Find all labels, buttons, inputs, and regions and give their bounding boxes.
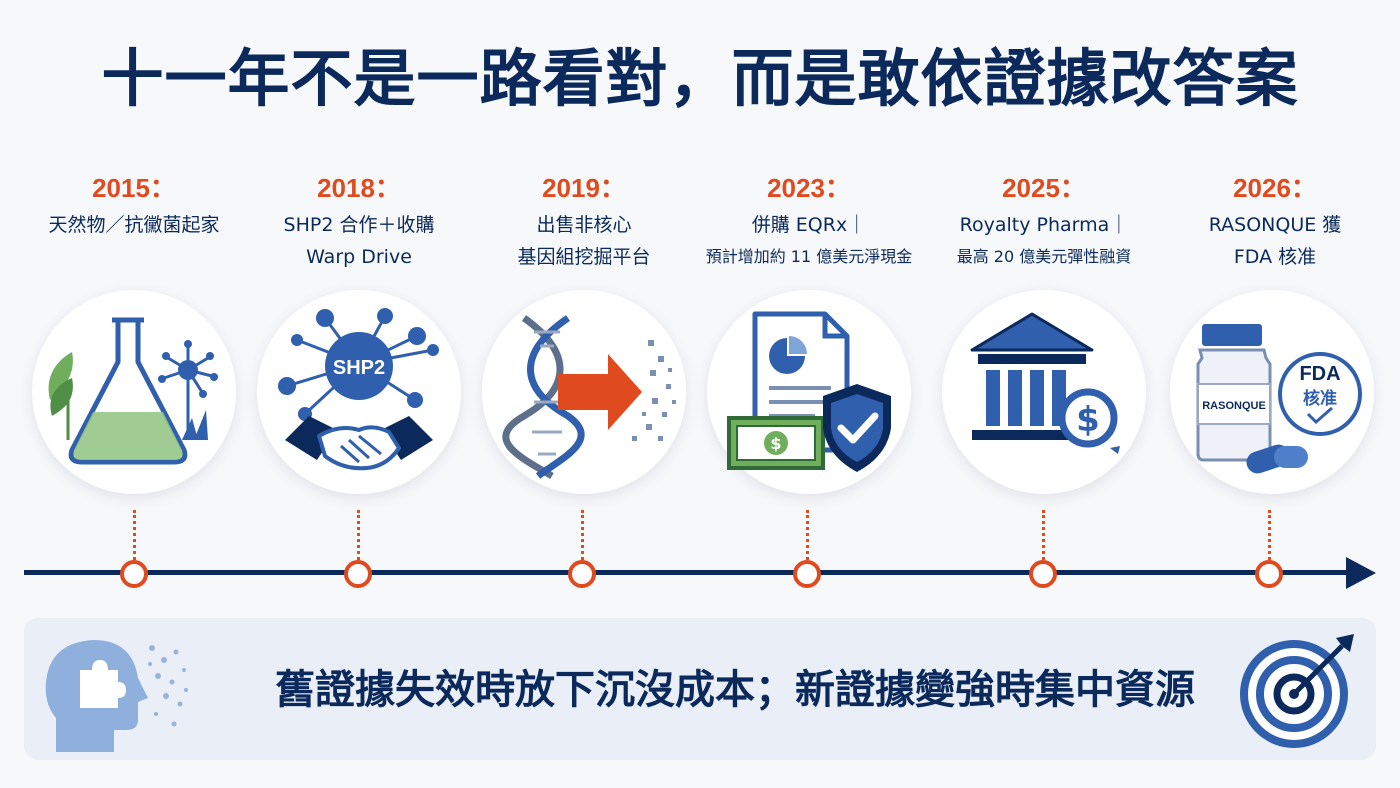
connector — [1042, 510, 1045, 560]
milestone-description-line2: 基因組挖掘平台 — [517, 246, 651, 268]
timeline-node-2019 — [568, 560, 596, 588]
svg-text:$: $ — [1076, 400, 1100, 440]
target-arrow-icon — [1240, 634, 1354, 748]
milestone-2019: 2019： 出售非核心 基因組挖掘平台 — [469, 168, 699, 272]
network-handshake-icon: SHP2 — [257, 290, 461, 494]
svg-text:$: $ — [770, 434, 781, 453]
connector — [581, 510, 584, 560]
timeline-node-2015 — [120, 560, 148, 588]
timeline-axis — [24, 570, 1356, 575]
timeline-node-2026 — [1255, 560, 1283, 588]
summary-banner: 舊證據失效時放下沉沒成本；新證據變強時集中資源 — [24, 618, 1376, 760]
page-title: 十一年不是一路看對，而是敢依證據改答案 — [101, 42, 1299, 115]
milestone-2018: 2018： SHP2 合作＋收購 Warp Drive — [244, 168, 474, 272]
timeline-node-2025 — [1029, 560, 1057, 588]
timeline-node-2018 — [344, 560, 372, 588]
milestone-year: 2026： — [1233, 173, 1317, 203]
document-cash-shield-icon: $ — [707, 290, 911, 494]
summary-text: 舊證據失效時放下沉沒成本；新證據變強時集中資源 — [275, 667, 1195, 713]
milestone-description-line1: SHP2 合作＋收購 — [283, 214, 435, 236]
connector — [133, 510, 136, 560]
milestone-description-line1: 併購 EQRx｜ — [751, 214, 867, 236]
connector — [806, 510, 809, 560]
fda-stamp-label: FDA — [1299, 363, 1340, 385]
milestone-description-line2: FDA 核准 — [1233, 246, 1317, 268]
milestone-description-line1: RASONQUE 獲 — [1208, 214, 1342, 236]
milestone-2023: 2023： 併購 EQRx｜ 預計增加約 11 億美元淨現金 — [694, 168, 924, 272]
milestone-description-line2: 最高 20 億美元彈性融資 — [956, 247, 1132, 266]
connector — [357, 510, 360, 560]
bottle-label: RASONQUE — [1202, 400, 1266, 412]
connector — [1268, 510, 1271, 560]
milestone-year: 2019： — [542, 173, 626, 203]
pill-bottle-fda-icon: RASONQUE FDA 核准 — [1170, 290, 1374, 494]
milestone-2015: 2015： 天然物／抗黴菌起家 — [19, 168, 249, 240]
shp2-badge-label: SHP2 — [333, 357, 385, 379]
milestone-description-line1: 出售非核心 — [536, 214, 632, 236]
approval-stamp-label: 核准 — [1303, 388, 1337, 409]
milestone-year: 2023： — [767, 173, 851, 203]
milestone-description: 天然物／抗黴菌起家 — [48, 214, 220, 236]
milestone-year: 2018： — [317, 173, 401, 203]
milestone-description-line2: Warp Drive — [306, 246, 412, 268]
flask-plant-icon — [32, 290, 236, 494]
bank-dollar-icon: $ — [942, 290, 1146, 494]
milestone-year: 2025： — [1002, 173, 1086, 203]
head-puzzle-icon — [45, 640, 188, 752]
milestone-2026: 2026： RASONQUE 獲 FDA 核准 — [1160, 168, 1390, 272]
milestone-description-line1: Royalty Pharma｜ — [959, 214, 1129, 236]
dna-arrow-icon — [482, 290, 686, 494]
timeline-node-2023 — [793, 560, 821, 588]
timeline-arrowhead — [1346, 557, 1376, 589]
milestone-2025: 2025： Royalty Pharma｜ 最高 20 億美元彈性融資 — [929, 168, 1159, 272]
milestone-year: 2015： — [92, 173, 176, 203]
milestone-description-line2: 預計增加約 11 億美元淨現金 — [705, 247, 913, 266]
